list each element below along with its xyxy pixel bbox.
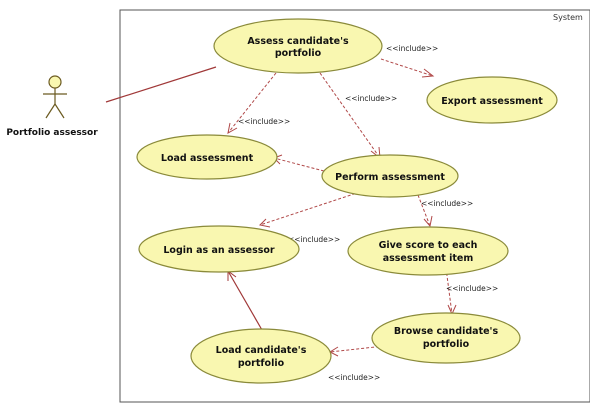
system-boundary (119, 9, 590, 403)
stick-figure-actor-icon (43, 75, 67, 119)
use-case-give-score[interactable]: Give score to each assessment item (347, 226, 509, 276)
use-case-label: Login as an assessor (163, 245, 275, 256)
use-case-label: Browse candidate's (394, 326, 499, 337)
use-case-load-assessment[interactable]: Load assessment (136, 134, 278, 180)
include-perform-login: <<include>> (258, 191, 361, 244)
use-case-label: portfolio (275, 48, 322, 59)
include-label: <<include>> (446, 284, 498, 293)
include-perform-score: <<include>> (417, 194, 473, 228)
use-case-label: portfolio (423, 339, 470, 350)
use-case-label: Load candidate's (216, 345, 307, 356)
include-label: <<include>> (421, 199, 473, 208)
include-label: <<include>> (288, 235, 340, 244)
use-case-assess-portfolio[interactable]: Assess candidate's portfolio (213, 18, 383, 74)
include-assess-export: <<include>> (380, 44, 438, 78)
use-case-label: Perform assessment (335, 172, 445, 183)
use-case-label: Assess candidate's (247, 36, 349, 47)
use-case-export-assessment[interactable]: Export assessment (426, 76, 558, 124)
include-label: <<include>> (328, 373, 380, 382)
use-case-browse-portfolio[interactable]: Browse candidate's portfolio (371, 312, 521, 364)
use-case-label: Load assessment (161, 153, 254, 164)
system-label: System (553, 13, 583, 22)
include-label: <<include>> (386, 44, 438, 53)
use-case-login-assessor[interactable]: Login as an assessor (138, 225, 300, 273)
use-case-label: assessment item (383, 253, 474, 264)
include-label: <<include>> (238, 117, 290, 126)
use-case-label: portfolio (238, 358, 285, 369)
use-case-perform-assessment[interactable]: Perform assessment (321, 154, 459, 198)
use-case-label: Give score to each (379, 240, 478, 251)
association-line (105, 66, 217, 103)
actor-portfolio-assessor[interactable]: Portfolio assessor (6, 75, 98, 138)
actor-label: Portfolio assessor (6, 128, 98, 138)
include-label: <<include>> (345, 94, 397, 103)
include-assess-load: <<include>> (227, 72, 290, 134)
use-case-label: Export assessment (441, 96, 543, 107)
use-case-load-candidate-portfolio[interactable]: Load candidate's portfolio (190, 328, 332, 384)
